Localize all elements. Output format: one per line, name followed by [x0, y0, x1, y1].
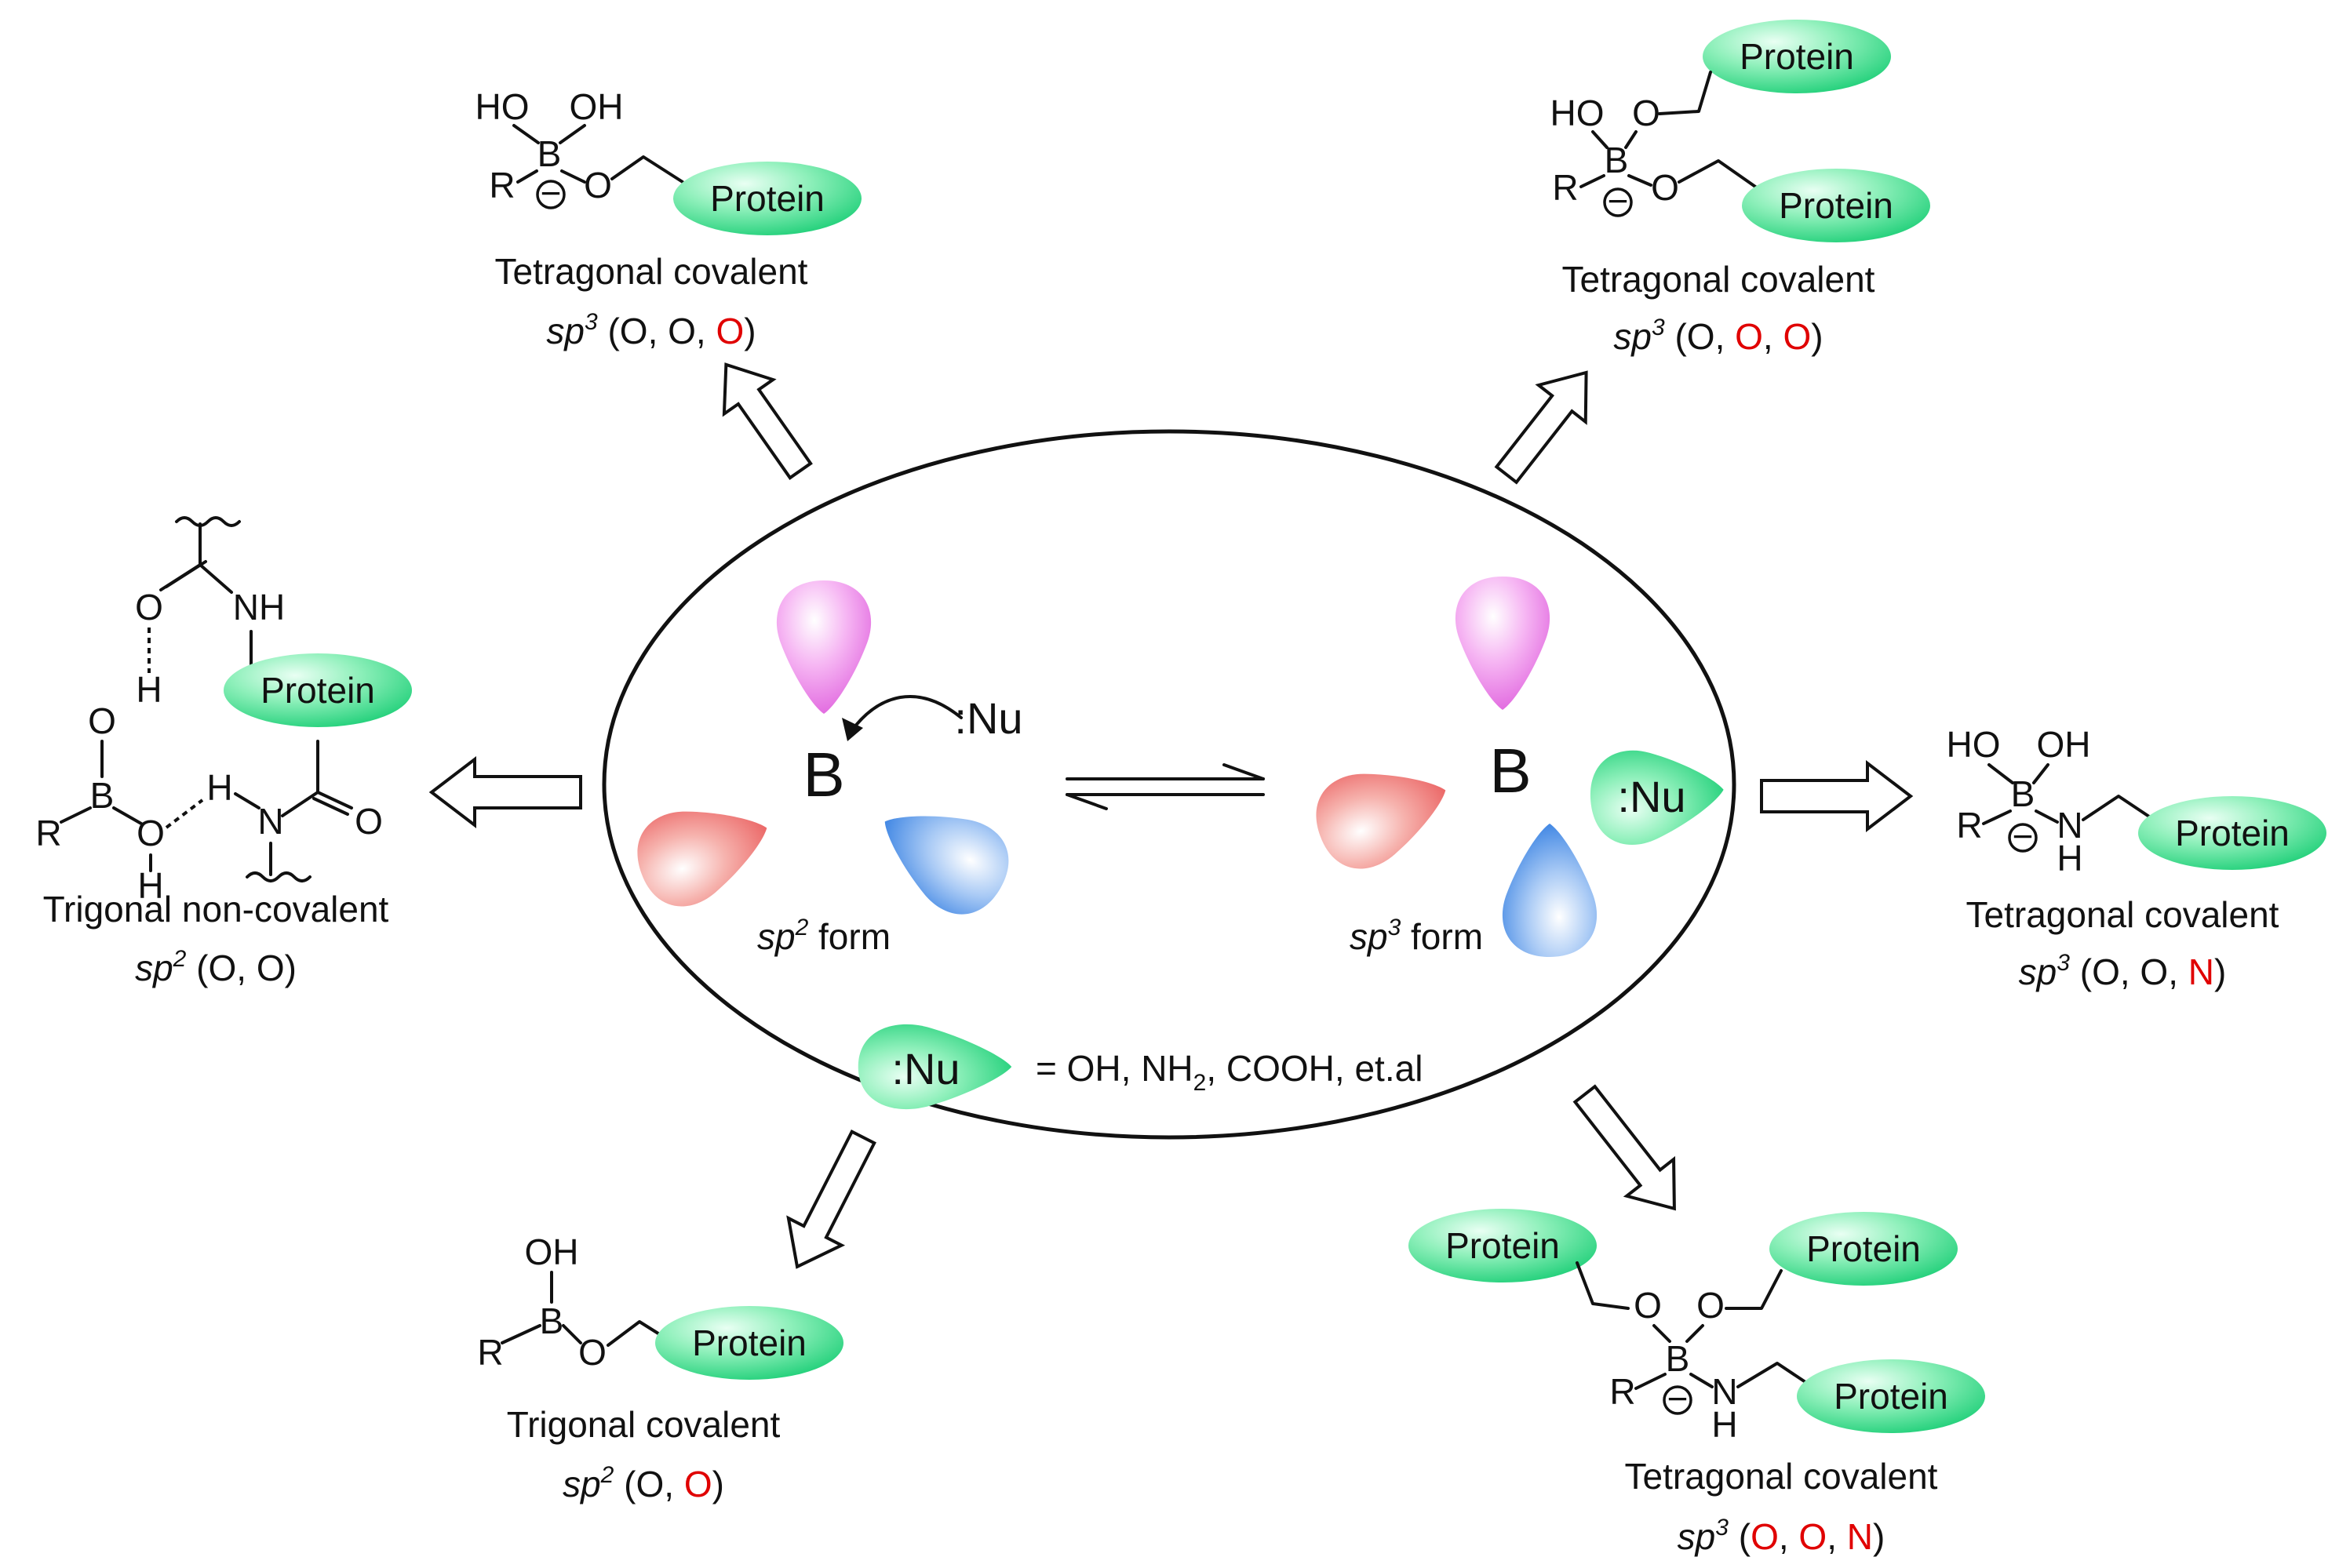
svg-text:O: O — [1651, 167, 1679, 208]
svg-text:O: O — [584, 165, 612, 206]
curved-arrow-head — [842, 718, 863, 741]
svg-text:Protein: Protein — [1445, 1225, 1560, 1266]
svg-text:Protein: Protein — [1834, 1376, 1948, 1417]
svg-text:O: O — [88, 700, 116, 741]
svg-text:O: O — [578, 1332, 607, 1373]
legend-nucleophile: :Nu — [891, 1044, 960, 1093]
arrow-to-bottom-left — [786, 1130, 876, 1269]
equilibrium-arrows — [1066, 763, 1265, 810]
svg-text:R: R — [1609, 1371, 1635, 1412]
svg-text:H: H — [2057, 838, 2082, 879]
svg-text:sp2 (O, O): sp2 (O, O) — [563, 1462, 724, 1504]
svg-text:−: − — [1667, 1378, 1689, 1419]
sp2-form-label: sp2 form — [757, 915, 891, 957]
svg-text:R: R — [1956, 805, 1982, 846]
sp3-boron: B — [1489, 736, 1531, 806]
svg-text:−: − — [541, 173, 562, 213]
svg-text:sp3 (O, O, N): sp3 (O, O, N) — [2019, 950, 2227, 992]
svg-text:sp3 (O, O, O): sp3 (O, O, O) — [546, 309, 756, 351]
svg-text:B: B — [540, 1301, 564, 1341]
arrow-to-right — [1760, 759, 1914, 833]
svg-text:O: O — [1634, 1285, 1662, 1326]
arrow-to-left — [428, 755, 582, 829]
svg-text:Tetragonal covalent: Tetragonal covalent — [1562, 259, 1875, 300]
svg-text:Tetragonal covalent: Tetragonal covalent — [495, 251, 808, 292]
svg-text:B: B — [2011, 773, 2035, 814]
svg-text:HO: HO — [1947, 724, 2001, 765]
svg-text:R: R — [35, 813, 61, 853]
svg-text:B: B — [1666, 1338, 1690, 1379]
structure-top-right: Protein HO O B R O − Protein Tetragonal … — [1550, 20, 1930, 357]
sp2-orbital-blue — [861, 780, 1025, 930]
arrow-to-top-left — [722, 362, 813, 480]
structure-bottom-left: OH B R O Protein Trigonal covalent sp2 (… — [477, 1231, 843, 1504]
svg-text:B: B — [90, 775, 115, 816]
svg-text:sp3 (O, O, O): sp3 (O, O, O) — [1613, 315, 1823, 357]
sp3-nucleophile: :Nu — [1617, 772, 1685, 821]
svg-text:R: R — [489, 165, 515, 206]
sp2-orbital-red — [625, 784, 783, 919]
svg-text:O: O — [135, 587, 163, 628]
svg-text:Protein: Protein — [692, 1322, 807, 1363]
svg-text:Protein: Protein — [2175, 813, 2290, 853]
structure-right: HO OH B R N H − Protein Tetragonal coval… — [1947, 724, 2326, 992]
svg-text:N: N — [257, 801, 283, 842]
svg-text:Protein: Protein — [1740, 36, 1854, 77]
svg-text:OH: OH — [525, 1231, 579, 1272]
svg-text:H: H — [1711, 1404, 1737, 1445]
svg-text:O: O — [1632, 93, 1660, 133]
svg-text:R: R — [1552, 167, 1578, 208]
curved-attack-arrow — [850, 695, 963, 733]
legend-definition: = OH, NH2, COOH, et.al — [1036, 1048, 1423, 1096]
svg-text:Protein: Protein — [260, 670, 375, 711]
svg-text:HO: HO — [1550, 93, 1605, 133]
sp3-form-label: sp3 form — [1350, 915, 1483, 957]
svg-text:Trigonal non-covalent: Trigonal non-covalent — [43, 889, 389, 930]
svg-text:sp3 (O, O, N): sp3 (O, O, N) — [1678, 1515, 1885, 1557]
sp3-orbital-pink — [1455, 577, 1550, 710]
arrow-to-top-right — [1494, 370, 1588, 485]
svg-text:HO: HO — [475, 86, 530, 127]
svg-text:H: H — [136, 669, 162, 710]
svg-text:O: O — [137, 813, 165, 853]
sp2-orbital-pink — [776, 580, 872, 714]
sp3-orbital-red — [1303, 746, 1462, 881]
svg-text:B: B — [537, 133, 562, 174]
svg-text:O: O — [355, 801, 383, 842]
structure-left: O NH Protein H O B R O H H N O Trigonal … — [35, 516, 412, 988]
sp3-orbital-blue — [1502, 824, 1598, 957]
svg-text:sp2 (O, O): sp2 (O, O) — [135, 946, 297, 988]
svg-text:Trigonal covalent: Trigonal covalent — [507, 1404, 781, 1445]
structure-bottom-right: Protein Protein O O B R − N H Protein Te… — [1408, 1209, 1985, 1557]
svg-text:Protein: Protein — [1806, 1228, 1921, 1269]
svg-text:−: − — [1608, 180, 1629, 221]
svg-text:H: H — [137, 865, 163, 906]
svg-text:O: O — [1696, 1285, 1725, 1326]
structure-top-left: HO OH B R O − Protein Tetragonal covalen… — [475, 86, 862, 351]
svg-text:N: N — [2057, 805, 2082, 846]
svg-text:Tetragonal covalent: Tetragonal covalent — [1966, 894, 2279, 935]
svg-text:Tetragonal covalent: Tetragonal covalent — [1625, 1456, 1938, 1497]
svg-text:H: H — [206, 767, 232, 808]
svg-text:Protein: Protein — [710, 178, 825, 219]
sp2-boron: B — [803, 740, 844, 809]
svg-text:Protein: Protein — [1779, 185, 1893, 226]
svg-text:N: N — [1711, 1371, 1737, 1412]
svg-text:B: B — [1605, 140, 1629, 180]
central-ellipse — [602, 429, 1736, 1140]
svg-text:OH: OH — [570, 86, 624, 127]
svg-text:−: − — [2013, 816, 2034, 857]
svg-text:OH: OH — [2037, 724, 2091, 765]
svg-text:R: R — [477, 1332, 503, 1373]
arrow-to-bottom-right — [1572, 1084, 1676, 1211]
svg-text:NH: NH — [233, 587, 285, 628]
sp2-nucleophile: :Nu — [954, 693, 1022, 743]
